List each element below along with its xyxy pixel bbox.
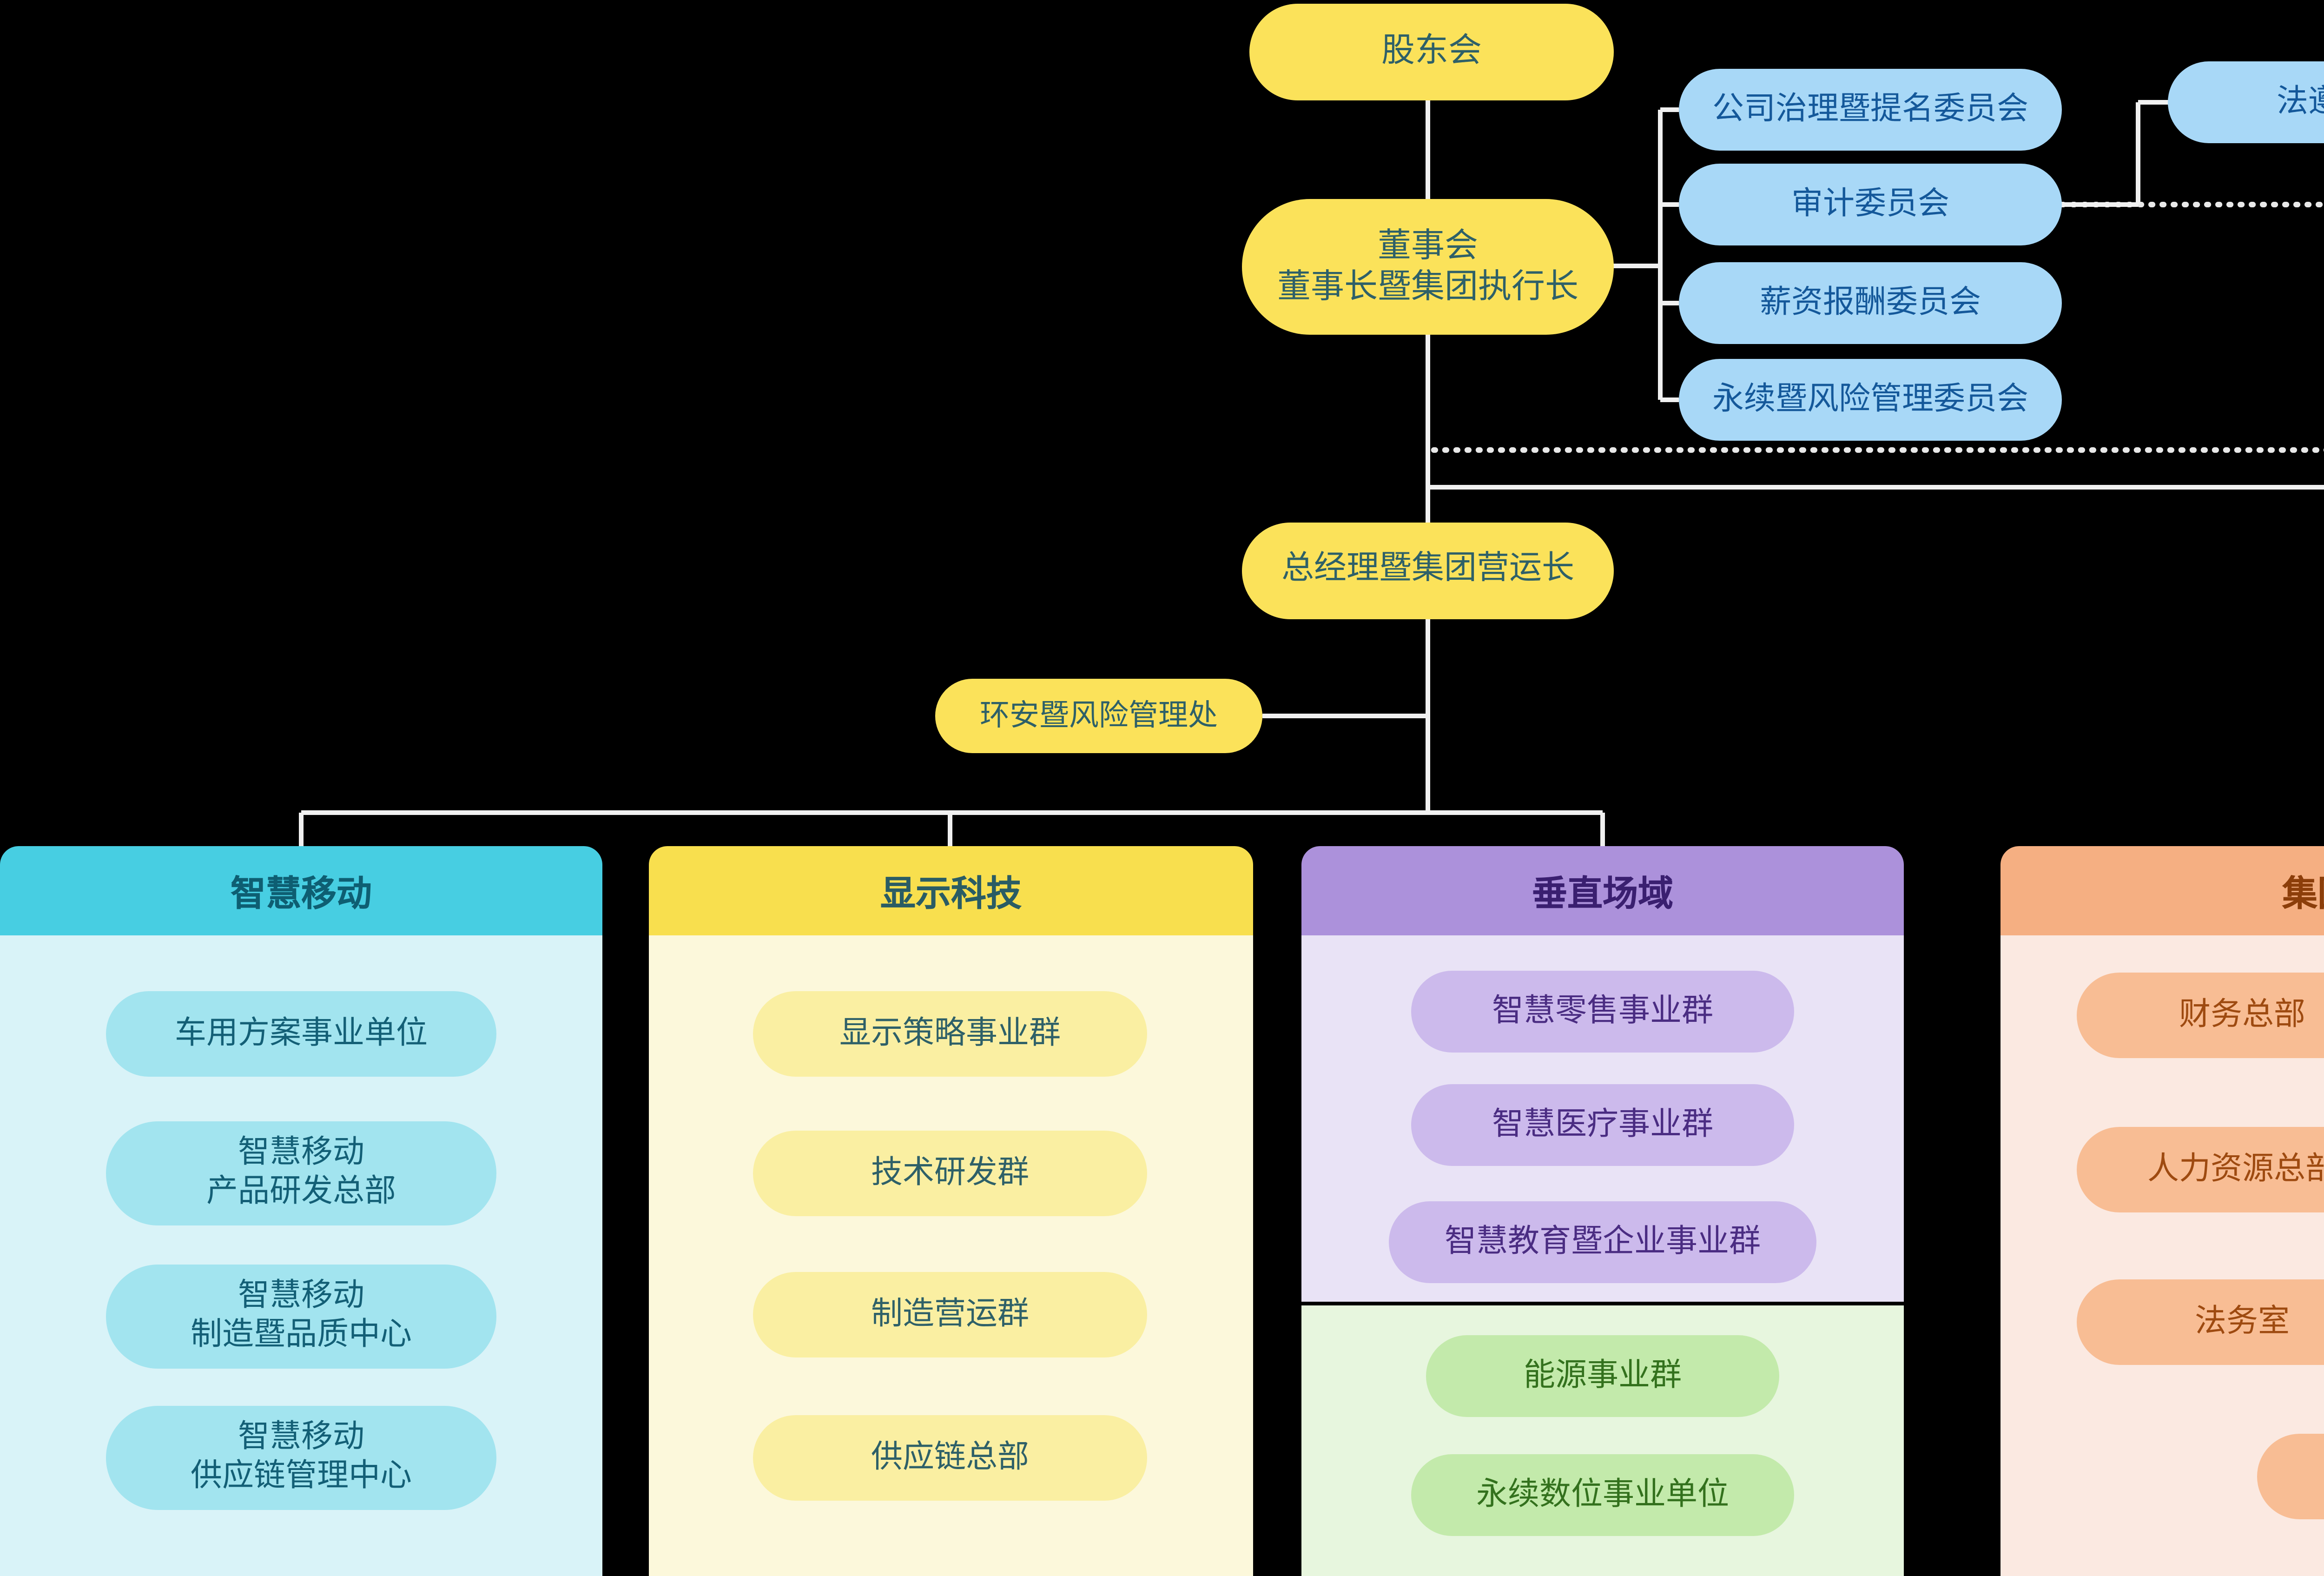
unit-tech-rnd-group: 技术研发群 <box>753 1131 1147 1216</box>
node-shareholders: 股东会 <box>1249 4 1614 100</box>
unit-supply-chain-hq: 供应链总部 <box>753 1415 1147 1501</box>
committee-sustainability-risk: 永续暨风险管理委员会 <box>1679 359 2062 441</box>
column-smart-mobility: 智慧移动 车用方案事业单位 智慧移动 产品研发总部 智慧移动 制造暨品质中心 智… <box>0 846 602 1576</box>
column-group-support-units: 集团营运支援单位 财务总部 数位技术发展总部 人力资源总部 永续发展总部 法务室… <box>2000 846 2324 1576</box>
committee-governance-nomination: 公司治理暨提名委员会 <box>1679 69 2062 151</box>
unit-energy-group: 能源事业群 <box>1426 1335 1779 1417</box>
unit-mobility-supply-chain-center: 智慧移动 供应链管理中心 <box>106 1406 496 1510</box>
column-group-support-units-title: 集团营运支援单位 <box>2000 846 2324 935</box>
unit-smart-retail-group: 智慧零售事业群 <box>1411 971 1794 1053</box>
unit-smart-medical-group: 智慧医疗事业群 <box>1411 1084 1794 1166</box>
committee-compensation: 薪资报酬委员会 <box>1679 262 2062 344</box>
column-smart-mobility-title: 智慧移动 <box>0 846 602 935</box>
node-president-coo: 总经理暨集团营运长 <box>1242 523 1614 619</box>
column-vertical-domains: 垂直场域 智慧零售事业群 智慧医疗事业群 智慧教育暨企业事业群 能源事业群 永续… <box>1301 846 1904 1576</box>
unit-mobility-product-rnd-hq: 智慧移动 产品研发总部 <box>106 1121 496 1225</box>
node-chief-compliance-counsel: 法遵总顾问 <box>2168 61 2324 143</box>
column-vertical-domains-title: 垂直场域 <box>1301 846 1904 935</box>
unit-audit-office: 稽核管理处 <box>2257 1434 2324 1519</box>
unit-display-strategy-group: 显示策略事业群 <box>753 991 1147 1077</box>
committee-audit: 审计委员会 <box>1679 164 2062 245</box>
column-display-technology: 显示科技 显示策略事业群 技术研发群 制造营运群 供应链总部 <box>649 846 1253 1576</box>
solid-hierarchy-lines <box>299 100 2324 848</box>
unit-human-resources-hq: 人力资源总部 <box>2077 1127 2324 1212</box>
node-ehs-risk-office: 环安暨风险管理处 <box>935 679 1262 753</box>
unit-smart-education-enterprise-group: 智慧教育暨企业事业群 <box>1389 1201 1816 1283</box>
unit-legal-office: 法务室 <box>2077 1279 2324 1365</box>
unit-sustainable-digital-unit: 永续数位事业单位 <box>1411 1454 1794 1536</box>
node-board-chairman-ceo: 董事会 董事长暨集团执行长 <box>1242 199 1614 335</box>
unit-vehicle-solutions: 车用方案事业单位 <box>106 991 496 1077</box>
unit-mobility-mfg-quality-center: 智慧移动 制造暨品质中心 <box>106 1265 496 1369</box>
column-display-technology-title: 显示科技 <box>649 846 1253 935</box>
unit-manufacturing-ops-group: 制造营运群 <box>753 1272 1147 1357</box>
unit-finance-hq: 财务总部 <box>2077 973 2324 1058</box>
